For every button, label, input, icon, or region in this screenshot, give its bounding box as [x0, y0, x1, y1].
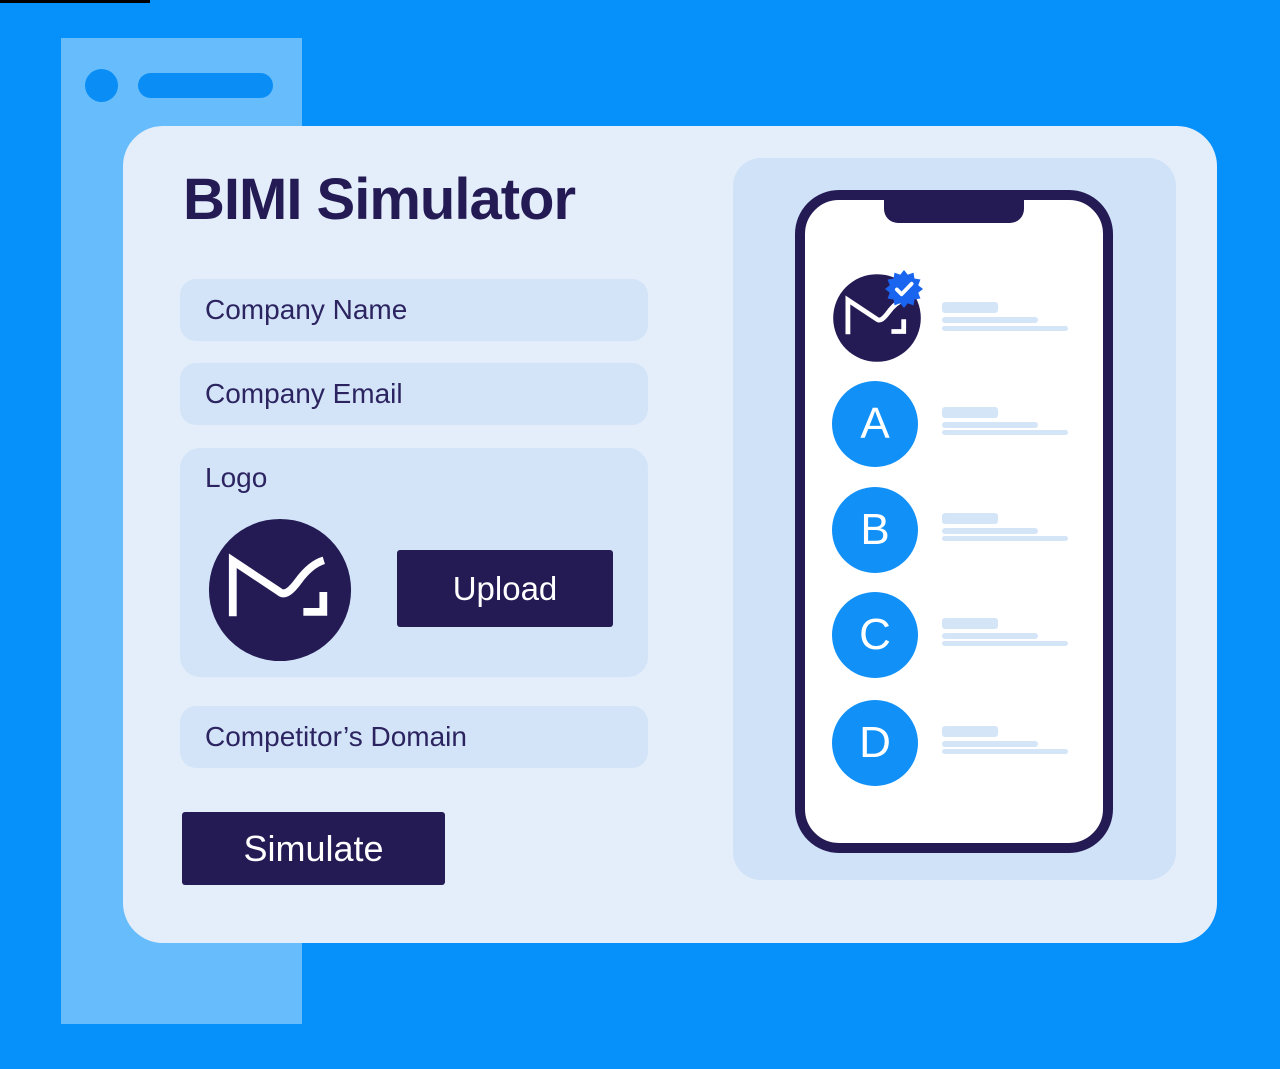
phone-notch [884, 190, 1024, 223]
upload-button[interactable]: Upload [397, 550, 613, 627]
skeleton-text-bar [942, 741, 1038, 747]
email-list-item: B [832, 487, 1082, 573]
skeleton-text-bar [942, 513, 998, 524]
sender-avatar: D [832, 700, 918, 786]
sender-initial: B [860, 505, 890, 554]
skeleton-text-bar [942, 618, 998, 629]
phone-preview-panel: A B [733, 158, 1176, 880]
email-list-item: C [832, 592, 1082, 678]
page-title: BIMI Simulator [183, 167, 576, 232]
phone-mockup: A B [795, 190, 1113, 853]
skeleton-text-bar [942, 536, 1068, 541]
company-email-input[interactable] [180, 363, 648, 425]
email-list-item: A [832, 381, 1082, 467]
skeleton-text-bar [942, 430, 1068, 435]
mailtrap-m-logo-icon [208, 518, 352, 662]
skeleton-text-bar [942, 317, 1038, 323]
phone-screen: A B [805, 190, 1103, 843]
skeleton-text-bar [942, 407, 998, 418]
sender-initial: A [860, 399, 890, 448]
skeleton-text-bar [942, 641, 1068, 646]
skeleton-text-bar [942, 422, 1038, 428]
skeleton-text-bar [942, 326, 1068, 331]
verified-checkmark-seal-icon [885, 270, 923, 308]
skeleton-text-bar [942, 302, 998, 313]
simulator-card: BIMI Simulator Logo Upload Simulate [123, 126, 1217, 943]
skeleton-text-bar [942, 633, 1038, 639]
logo-label: Logo [205, 462, 268, 493]
competitors-domain-input[interactable] [180, 706, 648, 768]
sender-avatar: B [832, 487, 918, 573]
top-edge-artifact [0, 0, 150, 3]
sender-avatar: C [832, 592, 918, 678]
company-name-input[interactable] [180, 279, 648, 341]
logo-upload-panel: Logo Upload [180, 448, 648, 677]
skeleton-text-bar [942, 749, 1068, 754]
sender-initial: D [859, 718, 891, 767]
email-list-item: D [832, 700, 1082, 786]
browser-address-bar [138, 73, 273, 98]
skeleton-text-bar [942, 528, 1038, 534]
browser-window-control-icon [85, 69, 118, 102]
sender-avatar: A [832, 381, 918, 467]
simulate-button[interactable]: Simulate [182, 812, 445, 885]
sender-initial: C [859, 610, 891, 659]
skeleton-text-bar [942, 726, 998, 737]
email-list-item-brand [832, 270, 1082, 363]
